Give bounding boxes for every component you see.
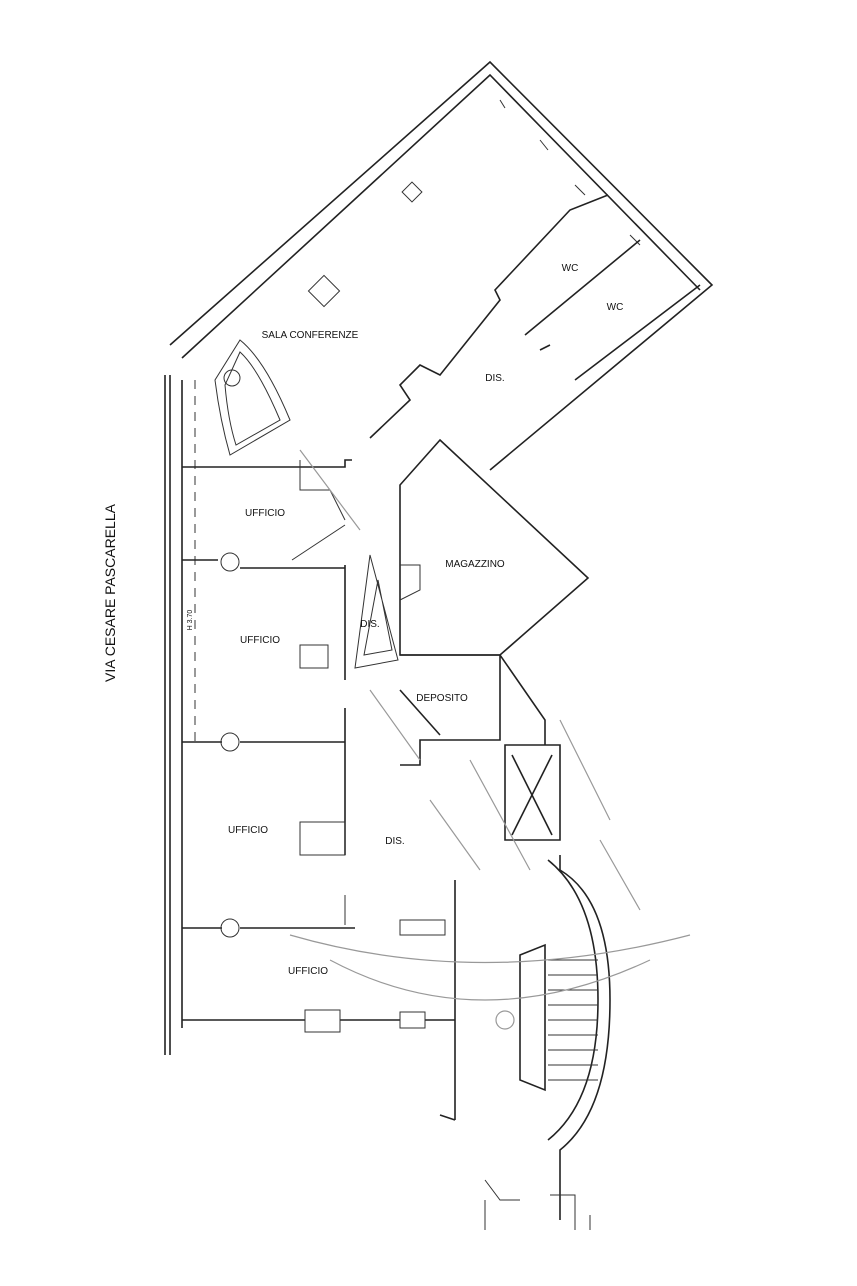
- street-name: VIA CESARE PASCARELLA: [102, 503, 118, 682]
- magazzino-walls: [399, 438, 590, 656]
- room-label-dis: DIS.: [485, 373, 504, 384]
- watermark-logo: [289, 449, 691, 1030]
- office-walls: [182, 459, 455, 1033]
- facade-wall: [164, 375, 196, 1055]
- staircase: [484, 855, 611, 1230]
- room-label-magazzino: MAGAZZINO: [445, 559, 505, 570]
- outer-walls: [169, 60, 714, 471]
- room-label-ufficio: UFFICIO: [288, 966, 328, 977]
- room-label-wc: WC: [562, 263, 579, 274]
- room-label-ufficio: UFFICIO: [228, 825, 268, 836]
- room-label-wc: WC: [607, 302, 624, 313]
- wc-walls: [369, 194, 701, 439]
- room-label-deposito: DEPOSITO: [416, 693, 468, 704]
- ceiling-height-note: H 3.70: [187, 610, 194, 631]
- corridor-walls: [354, 554, 561, 1121]
- room-label-ufficio: UFFICIO: [240, 635, 280, 646]
- room-label-dis: DIS.: [360, 619, 379, 630]
- room-label-dis: DIS.: [385, 836, 404, 847]
- room-label-sala-conferenze: SALA CONFERENZE: [262, 330, 359, 341]
- room-label-ufficio: UFFICIO: [245, 508, 285, 519]
- presentation-area: [214, 181, 423, 456]
